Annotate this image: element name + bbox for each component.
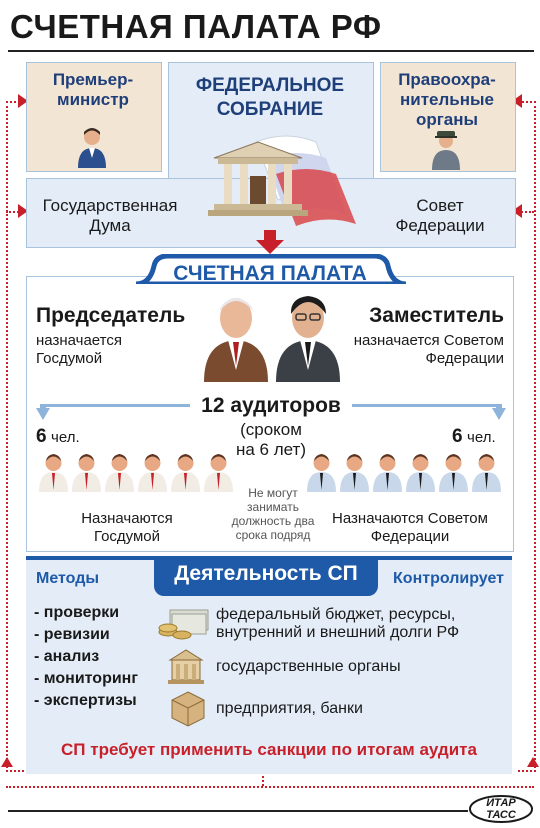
right-dotted-branch	[518, 211, 534, 213]
right-headcount: 6 чел.	[452, 426, 496, 448]
method-item: - анализ	[34, 648, 100, 665]
federal-assembly-label: ФЕДЕРАЛЬНОЕ СОБРАНИЕ	[195, 75, 345, 120]
sanction-note: СП требует применить санкции по итогам а…	[61, 740, 477, 759]
left-up-arrow-icon	[1, 757, 13, 767]
right-arrowhead-2-icon	[512, 204, 522, 218]
footer-rule	[8, 810, 468, 812]
method-item: - экспертизы	[34, 692, 137, 709]
control-item-budget: федеральный бюджет, ресурсы, внутренний …	[216, 606, 460, 641]
auditors-right-arrow-icon	[492, 404, 506, 420]
page-title: СЧЕТНАЯ ПАЛАТА РФ	[10, 8, 382, 45]
law-enforcement-label: Правоохра-нительные органы	[398, 70, 496, 129]
controls-title: Контролирует	[393, 570, 504, 587]
auditor-icon	[105, 454, 134, 492]
duma-appointment-label: Назначаются Госдумой	[81, 510, 173, 545]
police-officer-icon	[432, 131, 460, 170]
government-building-icon	[168, 649, 204, 684]
right-arrowhead-icon	[512, 94, 522, 108]
auditors-left-arrow-icon	[36, 404, 50, 420]
right-up-arrow-icon	[527, 757, 539, 767]
left-arrowhead-2-icon	[18, 204, 28, 218]
left-dotted-loop	[6, 101, 24, 772]
control-item-enterprise: предприятия, банки	[216, 700, 363, 717]
method-item: - ревизии	[34, 626, 110, 643]
title-rule	[8, 50, 534, 52]
duma-label: Государственная Дума	[42, 196, 178, 235]
method-item: - мониторинг	[34, 670, 139, 687]
bottom-dotted-stem	[262, 768, 264, 786]
right-count-value: 6	[452, 426, 463, 447]
auditors-right-line	[352, 404, 500, 407]
money-coins-icon	[158, 609, 209, 640]
left-count-value: 6	[36, 426, 47, 447]
deputy-portrait-icon	[276, 296, 340, 382]
left-arrowhead-icon	[18, 94, 28, 108]
auditor-icon	[472, 454, 501, 492]
left-headcount: 6 чел.	[36, 426, 80, 448]
left-dotted-branch	[6, 211, 22, 213]
chair-title: Председатель	[36, 304, 186, 327]
premier-label: Премьер-министр	[52, 70, 134, 109]
deputy-subtitle: назначается Советом Федерации	[353, 332, 504, 367]
auditor-icon	[439, 454, 468, 492]
duma-auditors-group	[38, 452, 238, 500]
control-item-gov: государственные органы	[216, 658, 401, 675]
auditor-icon	[72, 454, 101, 492]
left-count-unit: чел.	[51, 429, 80, 446]
chamber-tab-shape	[136, 254, 406, 284]
term-limit-note: Не могут занимать должность два срока по…	[231, 486, 315, 542]
methods-title: Методы	[36, 570, 100, 587]
tass-logo-icon	[469, 795, 533, 823]
methods-list: - проверки - ревизии - анализ - монитори…	[34, 602, 164, 712]
auditor-icon	[171, 454, 200, 492]
auditors-count-label: 12 аудиторов	[201, 394, 341, 417]
down-arrow-icon	[256, 230, 284, 254]
auditor-icon	[340, 454, 369, 492]
deputy-title: Заместитель	[369, 304, 504, 327]
auditor-icon	[39, 454, 68, 492]
chairman-portrait-icon	[204, 298, 268, 382]
chair-subtitle: назначается Госдумой	[36, 332, 122, 367]
auditors-left-line	[42, 404, 190, 407]
auditor-icon	[138, 454, 167, 492]
federation-council-label: Совет Федерации	[395, 196, 485, 235]
auditor-icon	[373, 454, 402, 492]
parliament-building-icon	[208, 135, 356, 226]
right-count-unit: чел.	[467, 429, 496, 446]
method-item: - проверки	[34, 604, 120, 621]
right-dotted-loop	[518, 101, 536, 772]
tass-logo-line1: ИТАР	[486, 797, 516, 809]
chamber-title: СЧЕТНАЯ ПАЛАТА	[173, 262, 367, 285]
auditors-term-label-1: (сроком	[240, 420, 302, 439]
council-appointment-label: Назначаются Советом Федерации	[332, 510, 488, 545]
council-auditors-group	[306, 452, 506, 500]
auditor-icon	[307, 454, 336, 492]
bottom-dotted-line	[6, 786, 534, 788]
enterprise-box-icon	[171, 691, 205, 727]
tass-logo-line2: ТАСС	[486, 809, 516, 821]
activity-title: Деятельность СП	[154, 556, 378, 596]
auditor-icon	[406, 454, 435, 492]
premier-person-icon	[78, 128, 106, 168]
auditors-term-label-2: на 6 лет)	[235, 440, 306, 459]
auditor-icon	[204, 454, 233, 492]
